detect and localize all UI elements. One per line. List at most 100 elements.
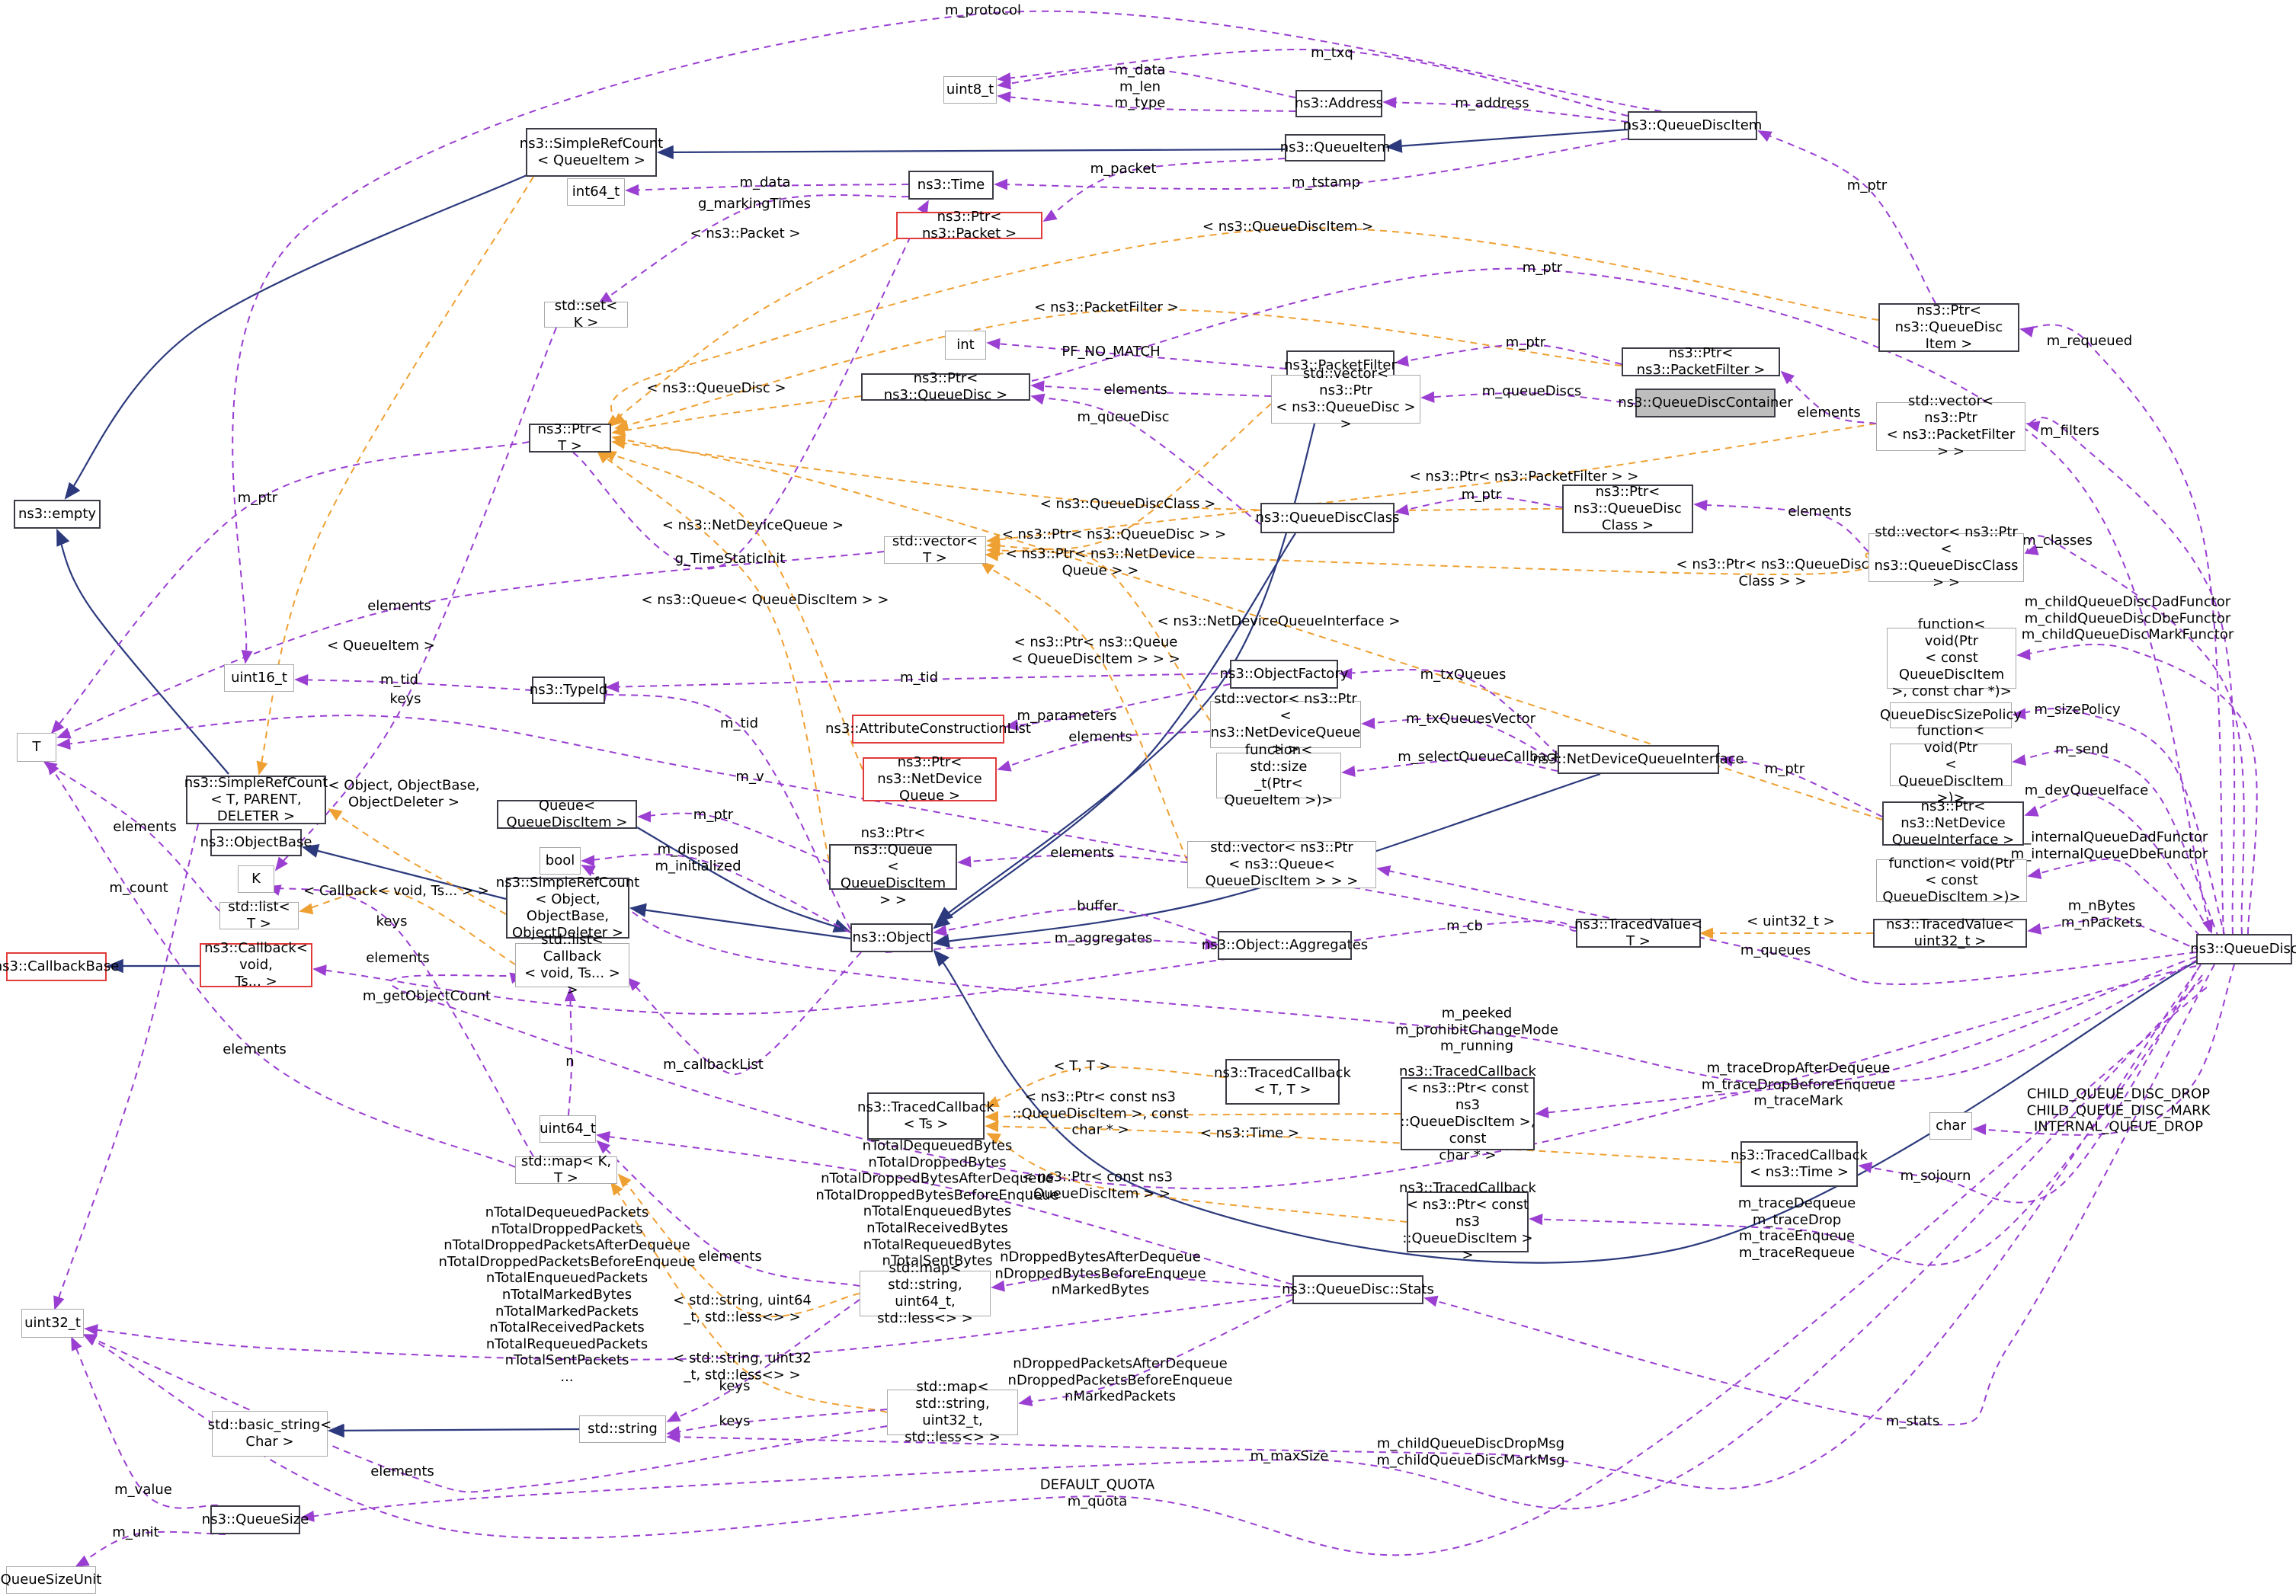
node-qitem[interactable]: ns3::QueueItem	[1280, 134, 1390, 162]
node-ptr_pkt[interactable]: ns3::Ptr< ns3::Packet >	[896, 209, 1042, 241]
node-uint32[interactable]: uint32_t	[21, 1309, 84, 1338]
node-fn_cqdi_char[interactable]: function< void(Ptr < const QueueDiscItem…	[1887, 616, 2016, 699]
edge	[605, 673, 1231, 693]
edge	[611, 395, 862, 437]
edge	[936, 382, 1327, 923]
node-ptr_qdc[interactable]: ns3::Ptr< ns3::QueueDisc Class >	[1562, 484, 1693, 533]
edge	[932, 772, 1601, 948]
node-cb_void[interactable]: ns3::Callback< void, Ts... >	[200, 940, 312, 990]
node-qdi[interactable]: ns3::QueueDiscItem	[1623, 111, 1762, 140]
node-uint16[interactable]: uint16_t	[224, 664, 294, 692]
edge	[985, 1111, 1401, 1123]
edge	[1972, 964, 2235, 1136]
node-src_qi[interactable]: ns3::SimpleRefCount < QueueItem >	[520, 128, 663, 177]
edge	[1395, 343, 1622, 367]
node-ptr_ndqi[interactable]: ns3::Ptr< ns3::NetDevice QueueInterface …	[1882, 798, 2024, 848]
node-vec_queue[interactable]: std::vector< ns3::Ptr < ns3::Queue< Queu…	[1187, 840, 1376, 889]
node-objbase[interactable]: ns3::ObjectBase	[200, 829, 312, 856]
node-queue_qdi[interactable]: Queue< QueueDiscItem >	[497, 798, 637, 830]
node-ptr_qdi[interactable]: ns3::Ptr< ns3::QueueDisc Item >	[1878, 302, 2019, 352]
edge	[53, 824, 199, 1310]
node-list_cb[interactable]: std::list< Callback < void, Ts... > >	[515, 932, 629, 998]
node-qsunit[interactable]: QueueSizeUnit	[1, 1566, 101, 1594]
node-tc_qdi_char[interactable]: ns3::TracedCallback < ns3::Ptr< const ns…	[1399, 1063, 1536, 1163]
edge	[666, 1299, 860, 1422]
node-mapkt[interactable]: std::map< K, T >	[515, 1153, 617, 1186]
edge	[82, 987, 2208, 1556]
edge	[232, 10, 1662, 664]
edge	[1382, 97, 1628, 123]
node-qdsp[interactable]: QueueDiscSizePolicy	[1880, 702, 2022, 728]
node-addr[interactable]: ns3::Address	[1295, 90, 1383, 117]
edge	[986, 544, 1872, 576]
node-ptr_t[interactable]: ns3::Ptr< T >	[529, 421, 611, 454]
node-src_tpd[interactable]: ns3::SimpleRefCount < T, PARENT, DELETER…	[184, 775, 328, 824]
edge	[267, 884, 534, 1157]
edge	[933, 533, 1296, 929]
node-uint64[interactable]: uint64_t	[540, 1115, 596, 1143]
node-listt[interactable]: std::list< T >	[219, 899, 299, 932]
node-bool[interactable]: bool	[540, 847, 581, 875]
node-setk[interactable]: std::set< K >	[544, 298, 628, 331]
edge	[2027, 858, 2209, 945]
edge	[629, 903, 851, 940]
node-cbbase[interactable]: ns3::CallbackBase	[0, 952, 119, 981]
node-uint8[interactable]: uint8_t	[943, 76, 997, 104]
node-tv_u32[interactable]: ns3::TracedValue< uint32_t >	[1873, 916, 2027, 949]
node-typeid[interactable]: ns3::TypeId	[530, 676, 607, 704]
node-vec_qdc[interactable]: std::vector< ns3::Ptr < ns3::QueueDiscCl…	[1869, 524, 2024, 590]
node-qdc_cont[interactable]: ns3::QueueDiscContainer	[1618, 389, 1793, 417]
edge	[986, 403, 1272, 551]
node-stats[interactable]: ns3::QueueDisc::Stats	[1282, 1275, 1434, 1304]
node-vec_t[interactable]: std::vector< T >	[884, 533, 986, 566]
node-vec_ndq[interactable]: std::vector< ns3::Ptr < ns3::NetDeviceQu…	[1210, 691, 1361, 757]
edge	[2012, 749, 2220, 939]
node-ptr_qd[interactable]: ns3::Ptr< ns3::QueueDisc >	[861, 370, 1030, 403]
node-char[interactable]: char	[1929, 1112, 1972, 1140]
edge	[2024, 535, 2245, 935]
node-fn_select[interactable]: function< std::size _t(Ptr< QueueItem >)…	[1216, 742, 1341, 808]
edge	[1031, 267, 2214, 934]
node-src_ood[interactable]: ns3::SimpleRefCount < Object, ObjectBase…	[495, 875, 640, 941]
node-t[interactable]: T	[17, 733, 56, 762]
edge	[301, 843, 507, 900]
node-qdisc[interactable]: ns3::QueueDisc	[2190, 934, 2296, 964]
node-fn_qdi[interactable]: function< void(Ptr < QueueDiscItem >)>	[1890, 723, 2012, 806]
node-stdstring[interactable]: std::string	[579, 1415, 666, 1443]
node-ndqi[interactable]: ns3::NetDeviceQueueInterface	[1532, 745, 1744, 774]
node-int64[interactable]: int64_t	[567, 178, 625, 206]
node-aggregates[interactable]: ns3::Object::Aggregates	[1202, 931, 1368, 960]
node-int[interactable]: int	[945, 331, 986, 360]
edge	[312, 920, 1577, 1015]
node-ptr_pf[interactable]: ns3::Ptr< ns3::PacketFilter >	[1622, 345, 1780, 378]
node-time[interactable]: ns3::Time	[908, 171, 994, 200]
node-acl[interactable]: ns3::AttributeConstructionList	[825, 715, 1031, 744]
node-tc_tt[interactable]: ns3::TracedCallback < T, T >	[1214, 1059, 1351, 1105]
node-basicstr[interactable]: std::basic_string< Char >	[208, 1411, 331, 1457]
node-map32[interactable]: std::map< std::string, uint32_t, std::le…	[887, 1379, 1018, 1445]
node-fn_cqdi[interactable]: function< void(Ptr < const QueueDiscItem…	[1876, 856, 2027, 905]
node-k[interactable]: K	[238, 865, 274, 893]
node-tc_ts[interactable]: ns3::TracedCallback < Ts >	[857, 1092, 994, 1140]
node-qdclass[interactable]: ns3::QueueDiscClass	[1256, 503, 1400, 533]
node-tc_time[interactable]: ns3::TracedCallback < ns3::Time >	[1731, 1141, 1868, 1187]
node-tc_qdi[interactable]: ns3::TracedCallback < ns3::Ptr< const ns…	[1399, 1180, 1536, 1263]
node-empty[interactable]: ns3::empty	[14, 500, 101, 529]
node-qsize[interactable]: ns3::QueueSize	[202, 1505, 309, 1534]
edge	[596, 449, 830, 862]
edge	[656, 145, 1286, 160]
node-map64[interactable]: std::map< std::string, uint64_t, std::le…	[860, 1260, 991, 1326]
node-tv_t[interactable]: ns3::TracedValue< T >	[1574, 916, 1703, 949]
node-ptr_ndq[interactable]: ns3::Ptr< ns3::NetDevice Queue >	[863, 754, 997, 804]
node-vec_qd[interactable]: std::vector< ns3::Ptr < ns3::QueueDisc >…	[1271, 366, 1420, 432]
node-objfac[interactable]: ns3::ObjectFactory	[1220, 660, 1348, 689]
edge	[294, 673, 533, 691]
edge	[327, 1423, 580, 1438]
node-ptr_queue[interactable]: ns3::Ptr< ns3::Queue < QueueDiscItem > >	[829, 825, 957, 908]
edge	[636, 827, 851, 932]
node-vec_pf[interactable]: std::vector< ns3::Ptr < ns3::PacketFilte…	[1876, 393, 2025, 459]
edge	[617, 1173, 860, 1318]
node-object[interactable]: ns3::Object	[850, 923, 933, 952]
edge	[84, 1294, 1293, 1361]
edge	[1757, 130, 1936, 304]
